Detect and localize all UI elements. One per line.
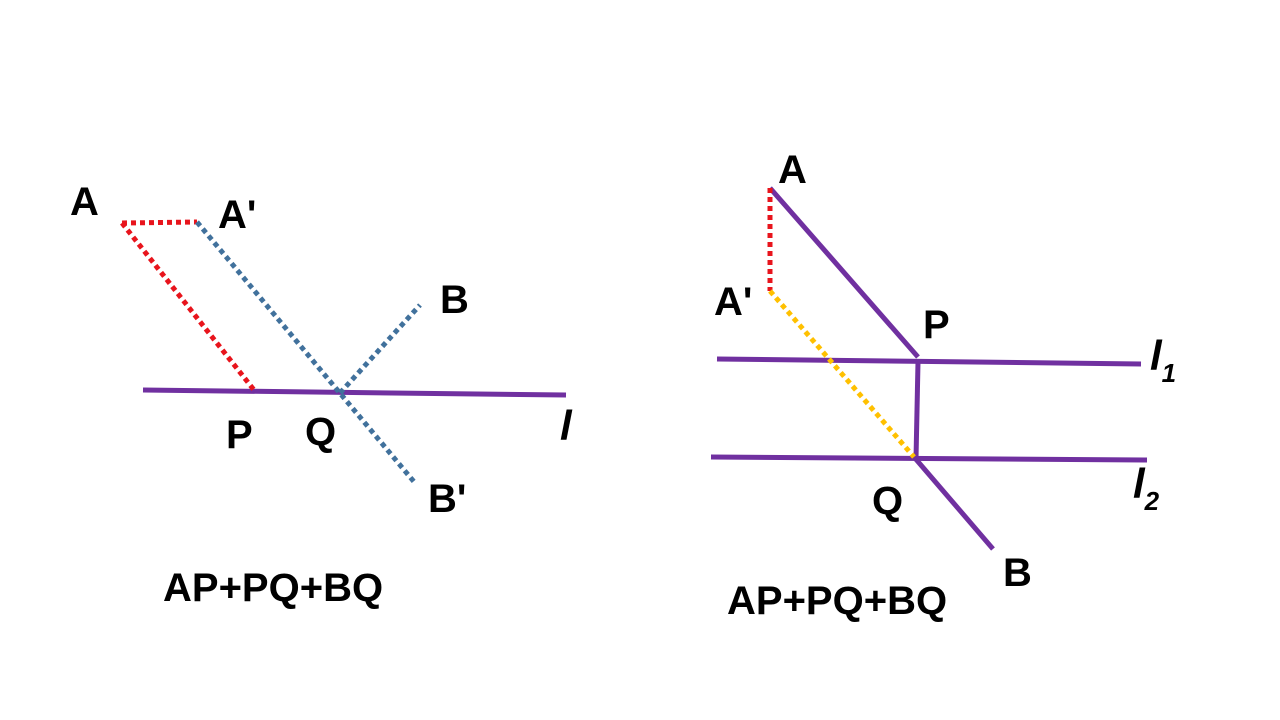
right-label-line-l2: l2 xyxy=(1133,460,1160,516)
right-line-l1 xyxy=(716,356,1142,367)
right-formula: AP+PQ+BQ xyxy=(727,579,947,623)
left-label-a: A xyxy=(70,180,99,224)
left-label-b: B xyxy=(440,278,469,322)
right-segment-a-p xyxy=(768,186,920,359)
left-label-a-prime: A' xyxy=(218,193,256,237)
left-formula: AP+PQ+BQ xyxy=(163,566,383,610)
left-label-q: Q xyxy=(305,410,336,454)
left-segment-a-aprime xyxy=(121,219,198,226)
right-label-line-l1: l1 xyxy=(1150,332,1176,388)
right-label-line-l1-main: l xyxy=(1150,332,1163,379)
right-label-line-l1-sub: 1 xyxy=(1162,358,1176,388)
right-label-q: Q xyxy=(872,479,903,523)
right-segment-p-q xyxy=(913,361,921,460)
left-segment-q-b xyxy=(338,303,422,395)
right-label-b: B xyxy=(1003,551,1032,595)
left-label-p: P xyxy=(226,413,253,457)
right-segment-q-b xyxy=(912,455,995,551)
right-figure: A A' P Q B l1 l2 AP+PQ+BQ xyxy=(710,148,1176,623)
right-label-line-l2-sub: 2 xyxy=(1144,486,1160,516)
left-segment-a-p xyxy=(120,221,256,392)
right-line-l2 xyxy=(710,454,1148,463)
left-segment-aprime-bprime xyxy=(195,220,417,485)
left-label-b-prime: B' xyxy=(428,477,466,521)
left-label-line-l: l xyxy=(560,402,573,449)
left-line-l xyxy=(142,387,567,398)
right-label-a-prime: A' xyxy=(714,280,752,324)
right-segment-aprime-q xyxy=(768,289,916,459)
right-label-line-l2-main: l xyxy=(1133,460,1146,507)
left-figure: A A' B B' P Q l AP+PQ+BQ xyxy=(70,180,573,610)
right-label-a: A xyxy=(778,148,807,192)
right-label-p: P xyxy=(923,303,950,347)
